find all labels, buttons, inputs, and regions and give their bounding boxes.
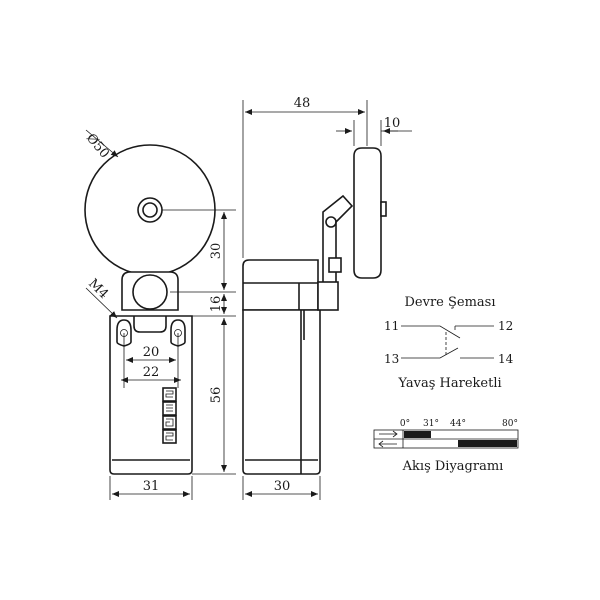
arrow-left-icon: [378, 440, 397, 448]
lever-pivot: [325, 216, 337, 228]
side-body: [242, 309, 321, 475]
mounting-hole-left: [116, 319, 132, 347]
actuator-shaft-circle: [132, 274, 168, 310]
dim-diameter-50: Ø50: [83, 131, 112, 161]
lever-collar: [328, 257, 342, 273]
dim-10: 10: [384, 116, 401, 131]
brand-logo: [162, 387, 177, 444]
dim-16: 16: [209, 296, 224, 313]
dim-side-30: 30: [274, 479, 291, 494]
dim-31: 31: [143, 479, 160, 494]
terminal-12: 12: [498, 319, 513, 333]
terminal-14: 14: [498, 352, 514, 366]
angle-44: 44°: [450, 419, 466, 429]
dim-thread-m4: M4: [85, 276, 111, 302]
angle-0: 0°: [400, 419, 410, 429]
arrow-right-icon: [379, 430, 398, 438]
side-view: 48 10 30: [242, 96, 412, 500]
circuit-subtitle: Yavaş Hareketli: [397, 376, 501, 391]
angle-80: 80°: [502, 419, 518, 429]
flow-bar-nc: [404, 431, 431, 438]
circuit-title: Devre Şeması: [404, 295, 495, 310]
dim-30: 30: [209, 243, 224, 260]
dim-22: 22: [143, 365, 160, 380]
front-view: Ø50 M4 30 16 56 20 22 31: [83, 129, 236, 500]
mounting-hole-right: [170, 319, 186, 347]
dim-48: 48: [294, 96, 311, 111]
flow-title: Akış Diyagramı: [402, 459, 504, 474]
actuator-head: [121, 271, 179, 311]
lever-base: [317, 281, 339, 311]
dim-56: 56: [209, 387, 224, 404]
circuit-diagram: Devre Şeması 11 12 13 14 Yavaş Hareketli: [384, 295, 514, 391]
terminal-13: 13: [384, 352, 399, 366]
dim-20: 20: [143, 345, 160, 360]
roller-hub-outer: [137, 197, 163, 223]
thread-leader: [85, 287, 118, 319]
angle-31: 31°: [423, 419, 439, 429]
flow-diagram: 0° 31° 44° 80° Akış Diyagramı: [373, 419, 519, 474]
diameter-leader: [85, 129, 119, 158]
body-notch: [133, 316, 167, 333]
flow-bar-no: [458, 440, 517, 447]
terminal-11: 11: [384, 319, 399, 333]
roller-side: [353, 147, 382, 279]
contact-nc-left: [401, 325, 461, 339]
switch-body: [109, 315, 193, 475]
roller-hub-inner: [142, 202, 158, 218]
contact-no-left: [401, 347, 459, 359]
side-upper-block: [242, 259, 319, 311]
roller-axle-cap: [380, 201, 387, 217]
